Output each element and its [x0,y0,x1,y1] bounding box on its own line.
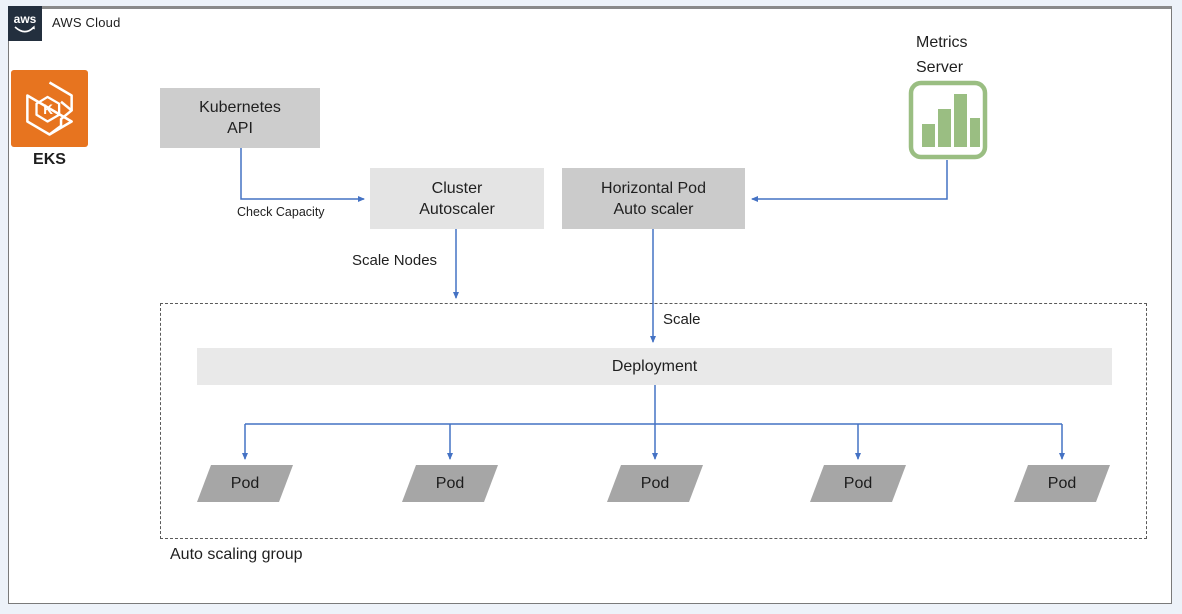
hpa-line2: Auto scaler [613,200,694,218]
pod-node-3: Pod [607,465,703,502]
edge-label-scale: Scale [663,311,701,328]
svg-text:aws: aws [14,12,37,26]
aws-logo-icon: aws [8,6,42,41]
eks-kubernetes-icon: K [11,70,88,147]
pod-node-1: Pod [197,465,293,502]
auto-scaling-group-label: Auto scaling group [170,546,303,563]
kubernetes-api-line2: API [227,120,253,137]
edge-label-check-capacity: Check Capacity [237,205,325,219]
auto-scaling-group-boundary [160,303,1147,539]
pod-label: Pod [843,474,873,492]
metrics-server-icon [908,80,988,160]
cluster-autoscaler-line1: Cluster [431,179,483,197]
pod-label: Pod [640,474,670,492]
cluster-autoscaler-line2: Autoscaler [419,200,495,218]
pod-label: Pod [435,474,465,492]
cluster-autoscaler-node: Cluster Autoscaler [370,168,544,229]
kubernetes-api-node: Kubernetes API [160,88,320,148]
pod-node-4: Pod [810,465,906,502]
svg-text:K: K [43,102,53,117]
edge-label-scale-nodes: Scale Nodes [352,252,438,269]
eks-service-icon: K [11,70,88,147]
pod-node-5: Pod [1014,465,1110,502]
hpa-line1: Horizontal Pod [601,179,706,197]
deployment-node: Deployment [197,348,1112,385]
metrics-server-line2: Server [916,59,964,76]
metrics-server-label: Metrics Server [916,30,968,80]
aws-logo-glyph: aws [14,12,37,33]
pod-label: Pod [1047,474,1077,492]
bar-chart-icon [908,80,988,160]
pod-label: Pod [230,474,260,492]
pod-node-2: Pod [402,465,498,502]
aws-cloud-label: AWS Cloud [52,15,121,30]
kubernetes-api-line1: Kubernetes [199,99,281,116]
metrics-server-line1: Metrics [916,34,968,51]
horizontal-pod-autoscaler-node: Horizontal Pod Auto scaler [562,168,745,229]
deployment-label: Deployment [611,357,698,375]
eks-label: EKS [33,151,66,168]
